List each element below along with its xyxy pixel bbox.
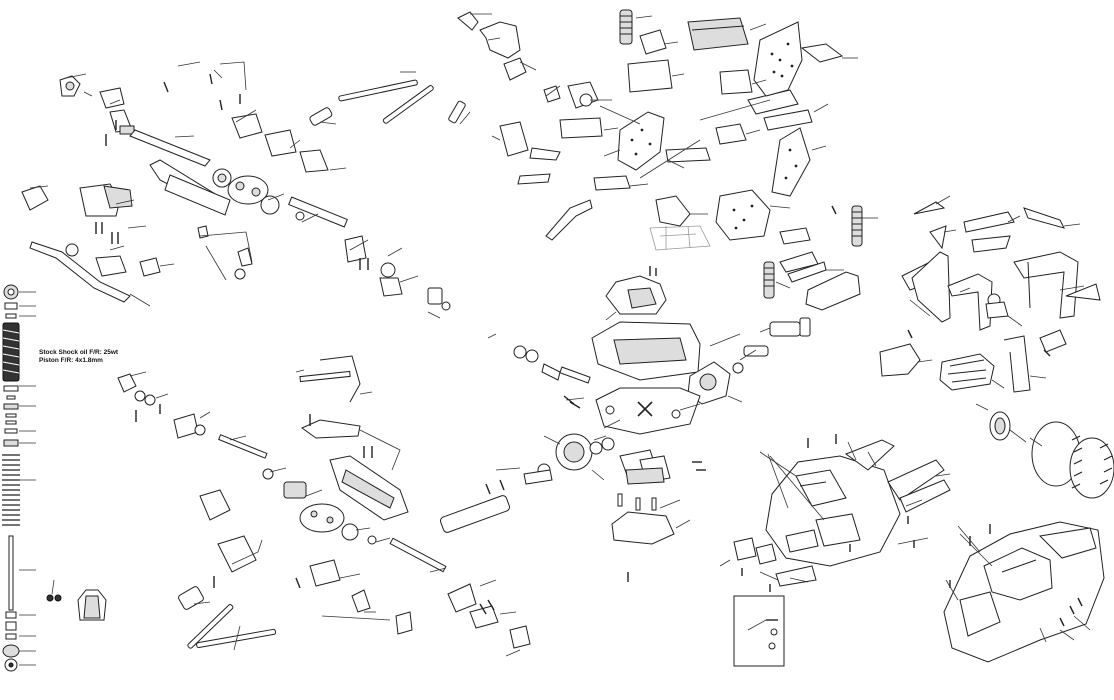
misc-hardware <box>655 205 1051 357</box>
cab-body-assembly <box>719 434 951 592</box>
transmission-assembly <box>440 266 811 582</box>
front-axle-assembly <box>21 61 451 319</box>
hardware-inset-box <box>733 595 785 667</box>
roll-cage-assembly <box>879 195 1101 393</box>
body-shell-assembly <box>943 403 1114 663</box>
piston-note: Piston F/R: 4x1.8mm <box>39 357 103 364</box>
shock-assembly <box>2 284 107 672</box>
chassis-rear-assembly <box>448 9 878 311</box>
shock-oil-note: Stock Shock oil F/R: 25wt <box>39 349 119 356</box>
rear-axle-assembly <box>117 355 531 657</box>
